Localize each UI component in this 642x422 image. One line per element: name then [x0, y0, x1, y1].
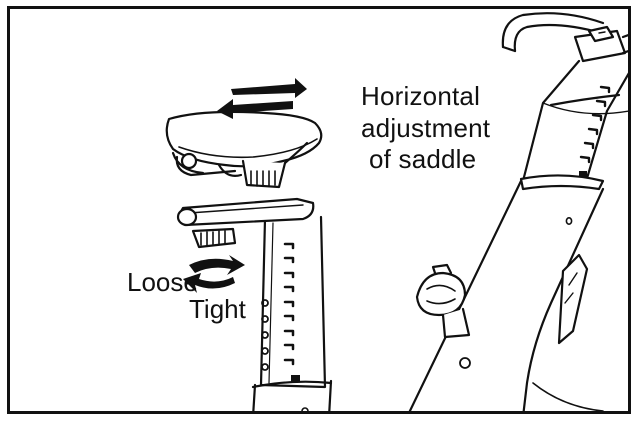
handlebar-assembly	[501, 12, 628, 191]
caption-line-2: adjustment	[361, 113, 491, 143]
saddle-slider-rail	[176, 197, 315, 249]
tight-label: Tight	[189, 294, 246, 324]
seat-post	[251, 215, 333, 411]
bike-illustration	[165, 12, 628, 411]
bike-frame	[408, 179, 605, 411]
loose-label: Loose	[127, 267, 198, 297]
diagram-frame: Horizontal adjustment of saddle Loose Ti…	[7, 6, 631, 414]
caption-line-1: Horizontal	[361, 81, 481, 111]
double-horizontal-arrow-icon	[217, 78, 307, 119]
caption-line-3: of saddle	[369, 144, 477, 174]
saddle	[165, 110, 323, 189]
curved-rotation-arrows-icon	[183, 255, 245, 293]
